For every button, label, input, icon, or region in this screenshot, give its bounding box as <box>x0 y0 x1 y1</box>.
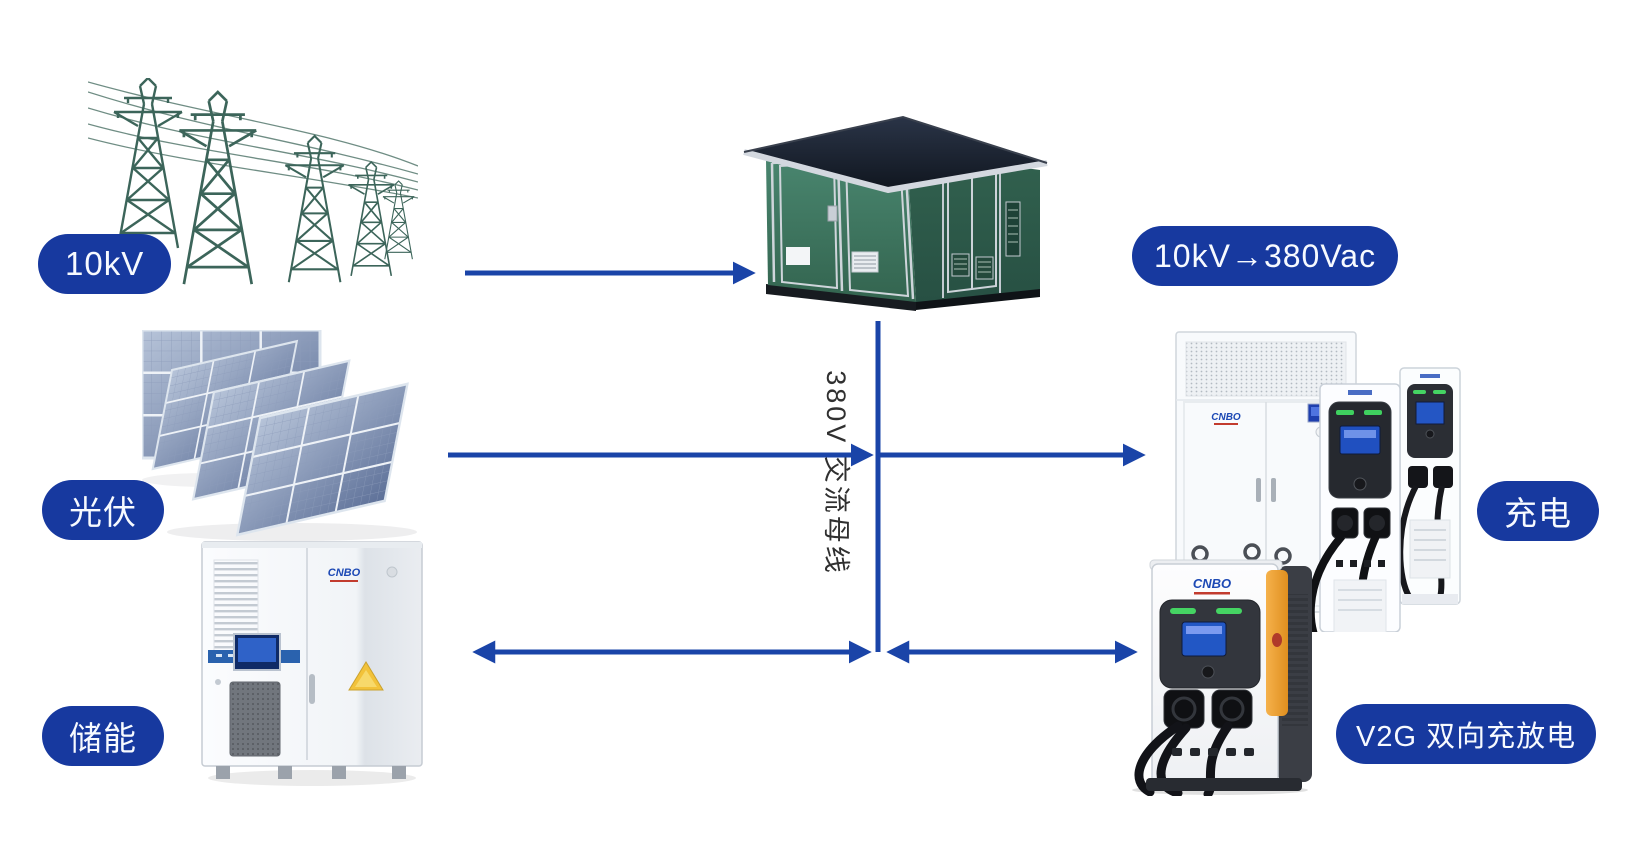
status-led <box>1216 608 1242 614</box>
box-transformer-substation-icon <box>743 115 1048 311</box>
side-wall <box>907 152 1040 302</box>
side-louvers <box>951 201 1021 280</box>
charging-cable <box>1134 721 1183 796</box>
lattice-tower <box>113 78 183 249</box>
charger-base <box>1146 778 1302 791</box>
energy-storage-cabinet-icon: CNBO <box>201 541 423 786</box>
label-storage: 储能 <box>42 706 164 766</box>
label-v2g: V2G 双向充放电 <box>1336 704 1597 764</box>
door-handle <box>309 674 315 704</box>
charging-dispenser <box>1397 367 1461 605</box>
brand-logo: CNBO <box>1211 412 1241 423</box>
label-pv: 光伏 <box>42 480 164 540</box>
door-lock-box <box>827 205 838 222</box>
v2g-charger-icon: CNBO <box>1132 543 1312 796</box>
connector-socket <box>1163 689 1205 729</box>
emergency-button <box>1272 633 1282 647</box>
label-transformer-io: 10kV→380Vac <box>1132 226 1399 286</box>
solar-panels-icon <box>142 330 417 541</box>
brand-logo: CNBO <box>328 567 361 579</box>
ac-bus-label: 380V 交流母线 <box>821 370 851 576</box>
connector-socket <box>1211 689 1253 729</box>
status-led <box>1364 410 1382 415</box>
status-led <box>1170 608 1196 614</box>
label-plate <box>786 247 810 265</box>
front-louver <box>851 251 879 273</box>
indicator-row <box>1172 748 1254 756</box>
label-grid-10kv: 10kV <box>38 234 172 294</box>
charging-station-icon: CNBO <box>1175 331 1461 632</box>
label-charging: 充电 <box>1477 481 1599 541</box>
charging-cable <box>1156 723 1191 796</box>
status-led <box>1336 410 1354 415</box>
brand-logo: CNBO <box>1193 576 1231 591</box>
transmission-towers-icon <box>88 78 418 286</box>
cabinet-feet <box>216 766 406 779</box>
mesh-vent <box>1185 341 1347 397</box>
